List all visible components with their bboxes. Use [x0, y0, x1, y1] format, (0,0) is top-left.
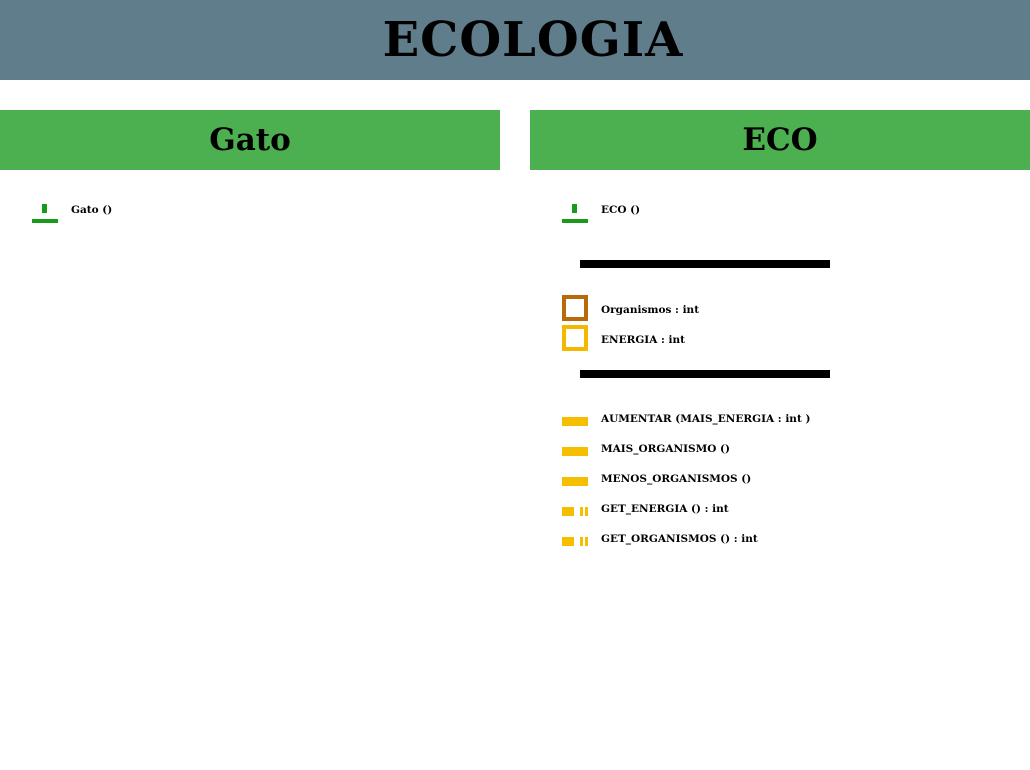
attribute-row: Organismos : int: [562, 295, 1022, 321]
attribute-icon: [562, 325, 588, 351]
class-name: ECO: [742, 122, 818, 158]
method-icon: [562, 417, 588, 426]
constructor-label: Gato (): [71, 204, 113, 216]
constructor-row: Gato (): [32, 204, 492, 230]
section-divider: [580, 260, 830, 268]
constructor-icon: [32, 204, 58, 223]
method-label: MAIS_ORGANISMO (): [601, 443, 730, 455]
class-gato: Gato Gato (): [0, 110, 500, 223]
constructor-label: ECO (): [601, 204, 641, 216]
method-row: GET_ORGANISMOS () : int: [562, 533, 1022, 559]
method-icon: [562, 477, 588, 486]
method-row: MENOS_ORGANISMOS (): [562, 473, 1022, 499]
attribute-label: ENERGIA : int: [601, 334, 686, 346]
class-header: Gato: [0, 110, 500, 170]
method-label: GET_ORGANISMOS () : int: [601, 533, 758, 545]
attribute-icon: [562, 295, 588, 321]
constructor-row: ECO (): [562, 204, 1022, 230]
diagram-title: ECOLOGIA: [382, 12, 684, 68]
method-label: MENOS_ORGANISMOS (): [601, 473, 752, 485]
method-row: MAIS_ORGANISMO (): [562, 443, 1022, 469]
class-name: Gato: [209, 122, 291, 158]
constructor-icon: [562, 204, 588, 223]
attribute-row: ENERGIA : int: [562, 325, 1022, 351]
class-header: ECO: [530, 110, 1030, 170]
getter-icon: [562, 507, 588, 516]
method-label: GET_ENERGIA () : int: [601, 503, 729, 515]
title-bar: ECOLOGIA: [0, 0, 1030, 80]
method-row: AUMENTAR (MAIS_ENERGIA : int ): [562, 413, 1022, 439]
method-label: AUMENTAR (MAIS_ENERGIA : int ): [601, 413, 811, 425]
getter-icon: [562, 537, 588, 546]
method-icon: [562, 447, 588, 456]
class-eco: ECO ECO () Organismos : int ENERGIA : in…: [530, 110, 1030, 546]
section-divider: [580, 370, 830, 378]
attribute-label: Organismos : int: [601, 304, 700, 316]
method-row: GET_ENERGIA () : int: [562, 503, 1022, 529]
